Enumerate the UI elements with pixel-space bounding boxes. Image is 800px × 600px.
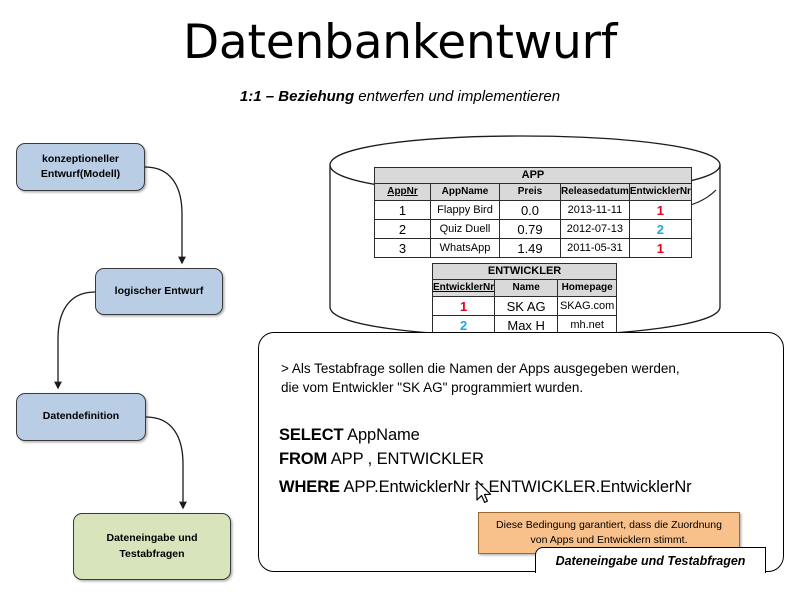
task-description: > Als Testabfrage sollen die Namen der A… [281, 359, 771, 397]
column-header-preis: Preis [499, 183, 561, 201]
sql-line-where: WHERE APP.EntwicklerNr = ENTWICKLER.Entw… [279, 478, 692, 497]
cell-appname: Flappy Bird [430, 200, 500, 220]
connector-logisch-to-datendef [54, 291, 96, 390]
cell-entwicklernr: 2 [459, 317, 468, 333]
flow-step-label: logischer Entwurf [114, 284, 204, 297]
cell-preis: 0.0 [499, 200, 561, 220]
footer-tag-label: Dateneingabe und Testabfragen [555, 553, 746, 568]
cell-appnr: 2 [374, 219, 431, 239]
cell-appnr: 1 [374, 200, 431, 220]
table-row: 1 Flappy Bird 0.0 2013-11-11 1 [374, 200, 692, 220]
page-title: Datenbankentwurf [182, 15, 618, 70]
column-header-entwicklernr: EntwicklerNr [628, 183, 692, 201]
callout-line-1: Diese Bedingung garantiert, dass die Zuo… [496, 518, 722, 531]
task-description-line-1: > Als Testabfrage sollen die Namen der A… [281, 361, 680, 376]
table-header-row: EntwicklerNr Name Homepage [431, 279, 618, 297]
column-header-entwicklernr: EntwicklerNr [431, 279, 496, 297]
table-header-row: AppNr AppName Preis Releasedatum Entwick… [374, 183, 692, 201]
sql-keyword-select: SELECT [279, 426, 344, 444]
sql-rest-where: APP.EntwicklerNr = ENTWICKLER.Entwickler… [339, 478, 692, 496]
table-app-title: APP [374, 167, 692, 184]
cell-preis: 0.79 [499, 219, 561, 239]
mouse-cursor [476, 480, 492, 503]
connector-konzept-to-logisch [144, 166, 186, 265]
table-row: 2 Quiz Duell 0.79 2012-07-13 2 [374, 219, 692, 239]
table-entwickler-title: ENTWICKLER [431, 263, 618, 280]
cell-appname: WhatsApp [430, 238, 500, 258]
sql-rest-from: APP , ENTWICKLER [327, 450, 484, 468]
cell-releasedatum: 2012-07-13 [560, 219, 630, 239]
footer-tag: Dateneingabe und Testabfragen [535, 547, 766, 573]
connector-datendef-to-dateneingabe [145, 416, 187, 510]
cell-entwicklernr: 1 [656, 202, 664, 218]
page-subtitle: 1:1 – Beziehung entwerfen und implementi… [0, 88, 800, 105]
sql-line-from: FROM APP , ENTWICKLER [279, 450, 484, 469]
sql-line-select: SELECT AppName [279, 426, 420, 445]
page-subtitle-rest: entwerfen und implementieren [354, 88, 561, 105]
cell-entwicklernr: 2 [656, 221, 664, 237]
flow-step-label: Datendefinition [42, 410, 120, 423]
column-header-appnr: AppNr [374, 183, 431, 201]
callout-line-2: von Apps und Entwicklern stimmt. [530, 534, 688, 546]
cell-entwicklernr: 1 [459, 298, 468, 314]
task-description-line-2: die vom Entwickler "SK AG" programmiert … [281, 380, 584, 396]
column-header-name: Name [494, 279, 559, 297]
cell-entwicklernr: 1 [656, 240, 664, 256]
flow-step-logischer-entwurf[interactable]: logischer Entwurf [95, 268, 223, 315]
column-header-homepage: Homepage [557, 279, 618, 297]
column-header-releasedatum: Releasedatum [560, 183, 630, 201]
cell-preis: 1.49 [499, 238, 561, 258]
table-title-row: ENTWICKLER [431, 263, 618, 280]
cell-releasedatum: 2013-11-11 [560, 200, 630, 220]
page-subtitle-strong: 1:1 – Beziehung [239, 88, 355, 105]
cell-homepage: SKAG.com [557, 296, 618, 316]
table-row: 1 SK AG SKAG.com [431, 296, 618, 316]
cell-name: SK AG [494, 296, 559, 316]
cell-releasedatum: 2011-05-31 [560, 238, 630, 258]
column-header-appname: AppName [430, 183, 500, 201]
table-entwickler: ENTWICKLER EntwicklerNr Name Homepage 1 … [431, 263, 618, 335]
table-title-row: APP [374, 167, 692, 184]
cell-appnr: 3 [374, 238, 431, 258]
table-app: APP AppNr AppName Preis Releasedatum Ent… [374, 167, 692, 258]
sql-keyword-from: FROM [279, 450, 328, 468]
sql-keyword-where: WHERE [279, 478, 340, 496]
sql-rest-select: AppName [343, 426, 420, 444]
flow-step-datendefinition[interactable]: Datendefinition [16, 393, 146, 441]
table-row: 3 WhatsApp 1.49 2011-05-31 1 [374, 238, 692, 258]
cell-appname: Quiz Duell [430, 219, 500, 239]
callout-note-text: Diese Bedingung garantiert, dass die Zuo… [496, 518, 722, 548]
